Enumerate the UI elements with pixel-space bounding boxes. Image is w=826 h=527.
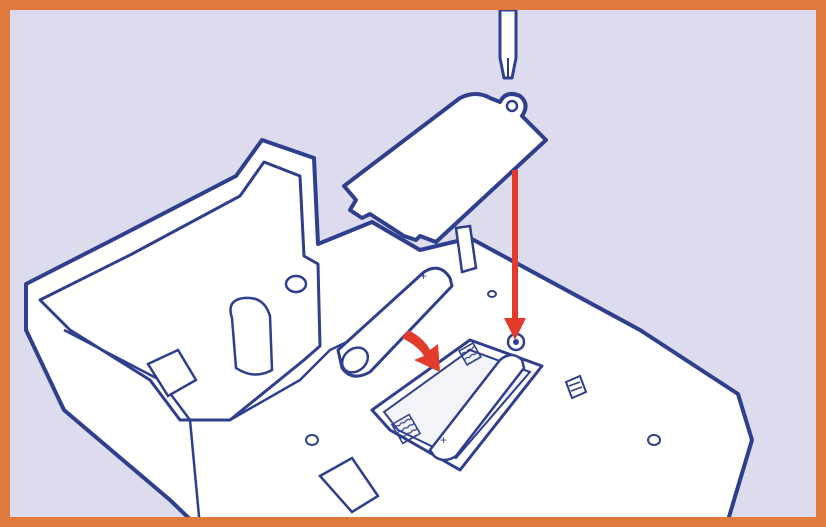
base-hole-3 — [488, 291, 496, 297]
latch-knob — [231, 298, 273, 375]
screwdriver-icon — [500, 10, 516, 78]
screw-hole-inner — [513, 339, 519, 345]
cover-screw-hole — [507, 101, 517, 111]
base-hole-2 — [648, 435, 660, 445]
installed-battery-plus-label: + — [440, 433, 447, 447]
loose-battery-plus-label: + — [420, 269, 427, 283]
base-hole-1 — [306, 435, 318, 445]
latch-button — [286, 276, 306, 292]
